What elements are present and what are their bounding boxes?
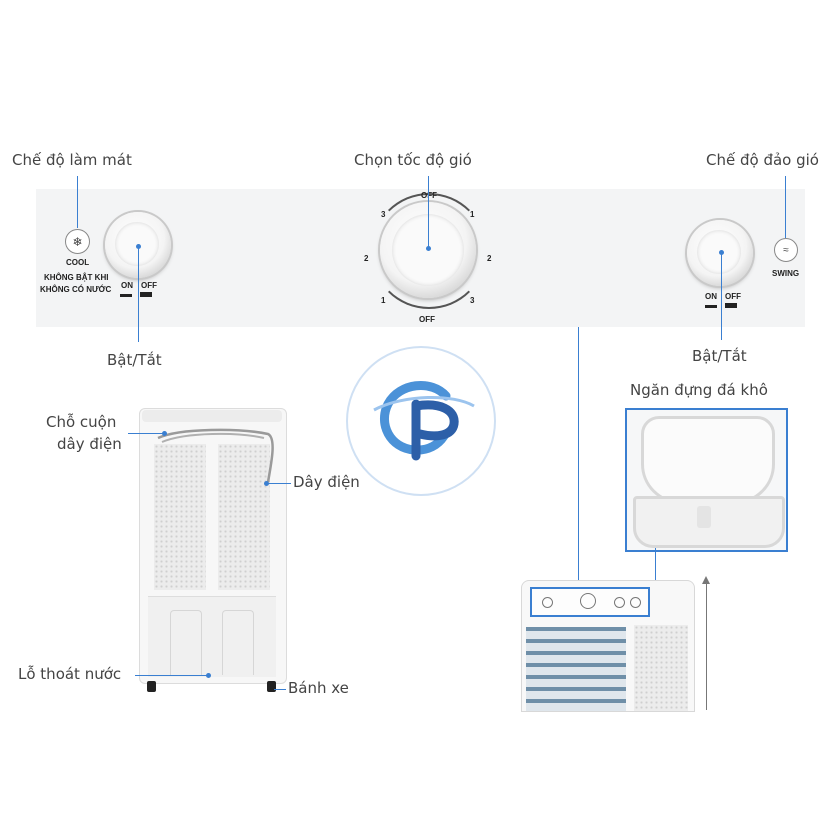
label-drain: Lỗ thoát nước	[18, 665, 122, 683]
cooler-body-front	[521, 580, 695, 712]
rear-lower-panel	[148, 596, 276, 677]
cool-snowflake-icon: ❄	[65, 229, 90, 254]
leader-wheels	[274, 689, 286, 690]
cooler-top-handle	[142, 410, 282, 422]
leader-power-left-dot	[136, 244, 141, 249]
leader-cool	[77, 176, 78, 228]
rear-lower-recess-left	[170, 610, 202, 675]
leader-ice-box	[655, 548, 656, 584]
leader-power-right	[721, 252, 722, 340]
height-arrow-head	[702, 576, 710, 584]
right-on-label: ON	[705, 292, 717, 301]
leader-power-right-dot	[719, 250, 724, 255]
dial-bottom-off: OFF	[419, 315, 435, 324]
swing-icon: ≈	[774, 238, 798, 262]
speed-dial-ring	[371, 193, 487, 309]
ice-box-inset	[625, 408, 788, 552]
label-wheels: Bánh xe	[288, 679, 349, 697]
front-control-strip	[530, 587, 650, 617]
label-cord-wrap-1: Chỗ cuộn	[46, 413, 117, 431]
ice-box-center	[697, 506, 711, 528]
label-cool-mode: Chế độ làm mát	[12, 151, 132, 169]
ice-box-lid	[641, 416, 775, 504]
leader-power-cord-dot	[264, 481, 269, 486]
dial-right-1: 1	[470, 210, 475, 219]
dial-left-1: 1	[381, 296, 386, 305]
left-off-label: OFF	[141, 281, 157, 290]
warning-line-2: KHÔNG CÓ NƯỚC	[40, 285, 112, 294]
rear-grille-left	[154, 444, 206, 590]
leader-drain	[135, 675, 208, 676]
front-vent	[526, 627, 626, 711]
dial-left-3: 3	[381, 210, 386, 219]
left-switch-marks	[118, 292, 158, 298]
right-off-label: OFF	[725, 292, 741, 301]
label-ice-box: Ngăn đựng đá khô	[630, 381, 768, 399]
left-on-label: ON	[121, 281, 133, 290]
warning-line-1: KHÔNG BẬT KHI	[44, 273, 109, 282]
leader-cord-wrap	[128, 433, 164, 434]
leader-wind	[428, 176, 429, 248]
label-wind-speed: Chọn tốc độ gió	[354, 151, 472, 169]
leader-power-left	[138, 246, 139, 342]
label-power-left: Bật/Tắt	[107, 351, 162, 369]
cool-icon-text: COOL	[66, 258, 90, 267]
brand-logo	[346, 346, 496, 496]
leader-drain-dot	[206, 673, 211, 678]
label-cord-wrap-2: dây điện	[57, 435, 122, 453]
swing-icon-text: SWING	[772, 269, 800, 278]
wheel-right	[267, 681, 276, 692]
dial-left-2: 2	[364, 254, 369, 263]
wheel-left	[147, 681, 156, 692]
height-arrow	[706, 582, 707, 710]
front-side-grille	[634, 625, 688, 711]
rear-grille-right	[218, 444, 270, 590]
dial-right-2: 2	[487, 254, 492, 263]
leader-cord-wrap-dot	[162, 431, 167, 436]
rear-lower-recess-right	[222, 610, 254, 675]
leader-swing	[785, 176, 786, 238]
dial-top-off: OFF	[421, 191, 437, 200]
leader-power-cord	[266, 483, 291, 484]
label-power-cord: Dây điện	[293, 473, 360, 491]
dial-right-3: 3	[470, 296, 475, 305]
power-knob-right[interactable]	[687, 220, 753, 286]
power-cord-wrap	[157, 428, 274, 483]
leader-wind-dot	[426, 246, 431, 251]
label-swing-mode: Chế độ đảo gió	[706, 151, 819, 169]
right-switch-marks	[703, 303, 743, 309]
leader-panel-to-device	[578, 327, 579, 595]
label-power-right: Bật/Tắt	[692, 347, 747, 365]
